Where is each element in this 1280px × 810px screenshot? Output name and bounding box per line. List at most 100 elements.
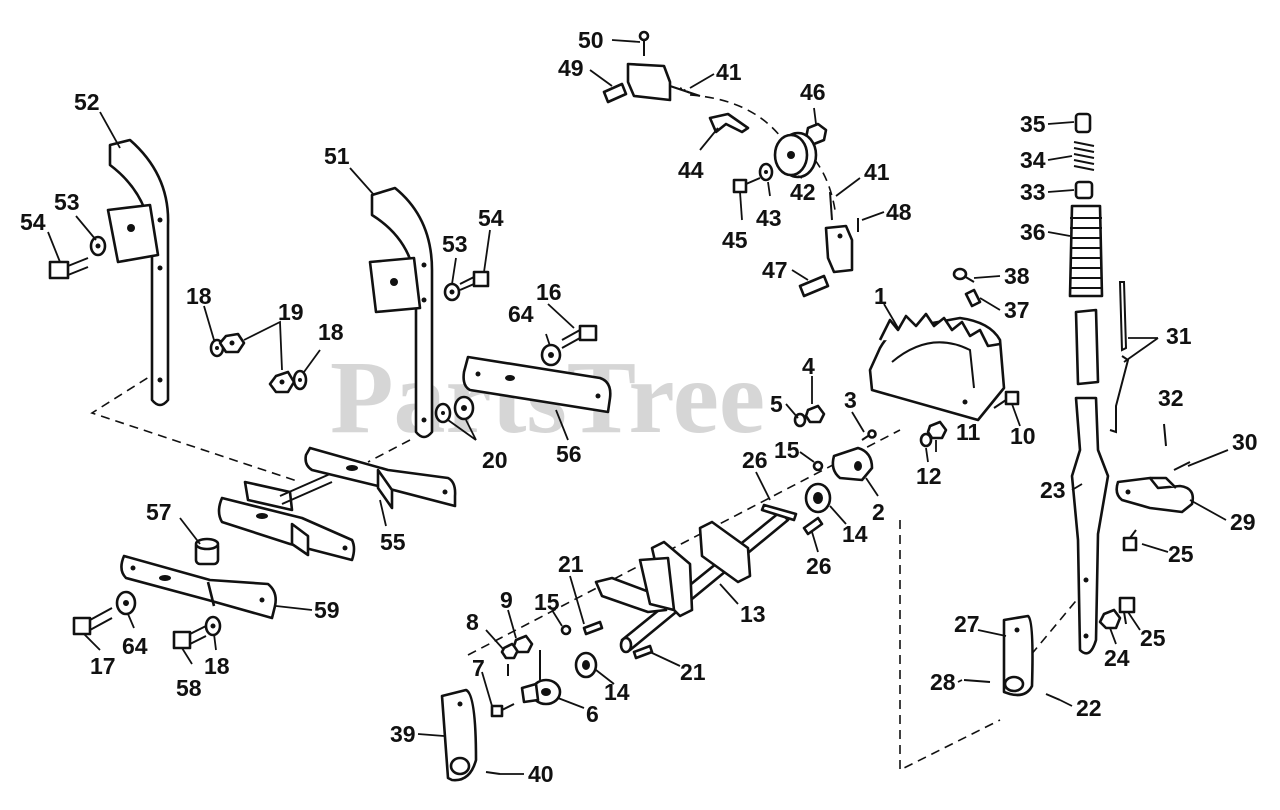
callout-53: 53	[54, 189, 80, 215]
callout-1: 1	[874, 283, 887, 309]
callout-49: 49	[558, 55, 584, 81]
callout-16: 16	[536, 279, 562, 305]
part-47-pin	[798, 274, 830, 298]
callout-50: 50	[578, 27, 604, 53]
callout-5: 5	[770, 391, 783, 417]
part-7-bolt	[490, 703, 515, 718]
part-54-bolt-left	[48, 257, 89, 280]
callout-17: 17	[90, 653, 116, 679]
part-14-bushing-a	[804, 482, 832, 514]
part-12-washer	[919, 432, 933, 448]
part-14-bushing-b	[574, 651, 598, 679]
callout-10: 10	[1010, 423, 1036, 449]
callout-26: 26	[742, 447, 768, 473]
part-2-arm	[831, 446, 874, 482]
part-43-washer	[758, 162, 774, 182]
callout-37: 37	[1004, 297, 1030, 323]
part-33-collar	[1074, 180, 1094, 200]
callout-3: 3	[844, 387, 857, 413]
part-64-washer-bottom	[115, 590, 137, 616]
callout-48: 48	[886, 199, 912, 225]
part-30-pin	[1173, 461, 1191, 471]
callout-33: 33	[1020, 179, 1046, 205]
part-32-pin	[1163, 423, 1167, 447]
part-25-bolt-a	[1122, 529, 1138, 552]
part-3-screw	[861, 429, 877, 441]
callout-41: 41	[716, 59, 742, 85]
callout-7: 7	[472, 655, 485, 681]
callout-labels: 50 49 41 46 44 42 43 45 41 48 47 35 34 3…	[20, 27, 1258, 787]
callout-11: 11	[956, 419, 981, 445]
part-35-cap	[1074, 112, 1092, 134]
callout-41: 41	[864, 159, 890, 185]
callout-8: 8	[466, 609, 479, 635]
callout-34: 34	[1020, 147, 1046, 173]
callout-13: 13	[740, 601, 766, 627]
part-24-nut	[1098, 608, 1122, 630]
part-17-bolt	[72, 607, 113, 636]
callout-15: 15	[534, 589, 560, 615]
callout-57: 57	[146, 499, 172, 525]
callout-64: 64	[122, 633, 148, 659]
callout-24: 24	[1104, 645, 1130, 671]
callout-56: 56	[556, 441, 582, 467]
part-15-screw-b	[560, 624, 572, 636]
callout-44: 44	[678, 157, 704, 183]
callout-32: 32	[1158, 385, 1184, 411]
part-18-washer-b	[292, 369, 308, 391]
part-49-pin	[602, 82, 628, 104]
callout-52: 52	[74, 89, 100, 115]
part-38-clip	[952, 267, 975, 283]
part-41-cable-end-bottom	[824, 191, 854, 274]
callout-6: 6	[586, 701, 599, 727]
callout-9: 9	[500, 587, 513, 613]
part-18-washer-c	[204, 615, 222, 637]
part-39-link	[440, 688, 478, 782]
part-4-nut	[804, 404, 826, 424]
callout-14: 14	[604, 679, 630, 705]
callout-19: 19	[278, 299, 304, 325]
part-21-pin-b	[632, 644, 654, 660]
callout-31: 31	[1166, 323, 1192, 349]
callout-59: 59	[314, 597, 340, 623]
callout-42: 42	[790, 179, 816, 205]
callout-22: 22	[1076, 695, 1102, 721]
part-55-bracket	[217, 446, 457, 562]
callout-23: 23	[1040, 477, 1066, 503]
part-56-bar	[462, 355, 612, 414]
part-45-bolt	[732, 177, 761, 194]
part-37-pin	[964, 288, 982, 308]
callout-15: 15	[774, 437, 800, 463]
part-59-bar	[120, 554, 277, 620]
callout-55: 55	[380, 529, 406, 555]
part-23-lever	[1070, 308, 1110, 655]
part-28-pin	[963, 679, 991, 683]
callout-40: 40	[528, 761, 554, 787]
part-31-rods	[1109, 281, 1130, 434]
part-27-link	[1002, 614, 1034, 697]
part-11-nut	[926, 420, 948, 440]
part-52-lever	[106, 138, 170, 407]
part-50-pin	[638, 30, 650, 56]
part-22-pin	[1045, 693, 1061, 701]
part-26-pin-b	[802, 516, 824, 536]
part-25-bolt-b	[1118, 596, 1136, 625]
part-58-bolt	[172, 625, 207, 650]
callout-21: 21	[680, 659, 706, 685]
part-57-spacer	[194, 537, 220, 566]
part-41-cable-end-top	[626, 62, 701, 102]
callout-39: 39	[390, 721, 416, 747]
part-51-lever	[368, 186, 434, 439]
callout-26: 26	[806, 553, 832, 579]
callout-30: 30	[1232, 429, 1258, 455]
part-20-washers	[434, 395, 475, 424]
callout-35: 35	[1020, 111, 1046, 137]
callout-28: 28	[930, 669, 956, 695]
callout-12: 12	[916, 463, 942, 489]
part-26-pin-a	[760, 503, 798, 522]
part-15-screw-a	[812, 460, 824, 472]
part-34-spring	[1073, 141, 1095, 171]
callout-45: 45	[722, 227, 748, 253]
callout-43: 43	[756, 205, 782, 231]
